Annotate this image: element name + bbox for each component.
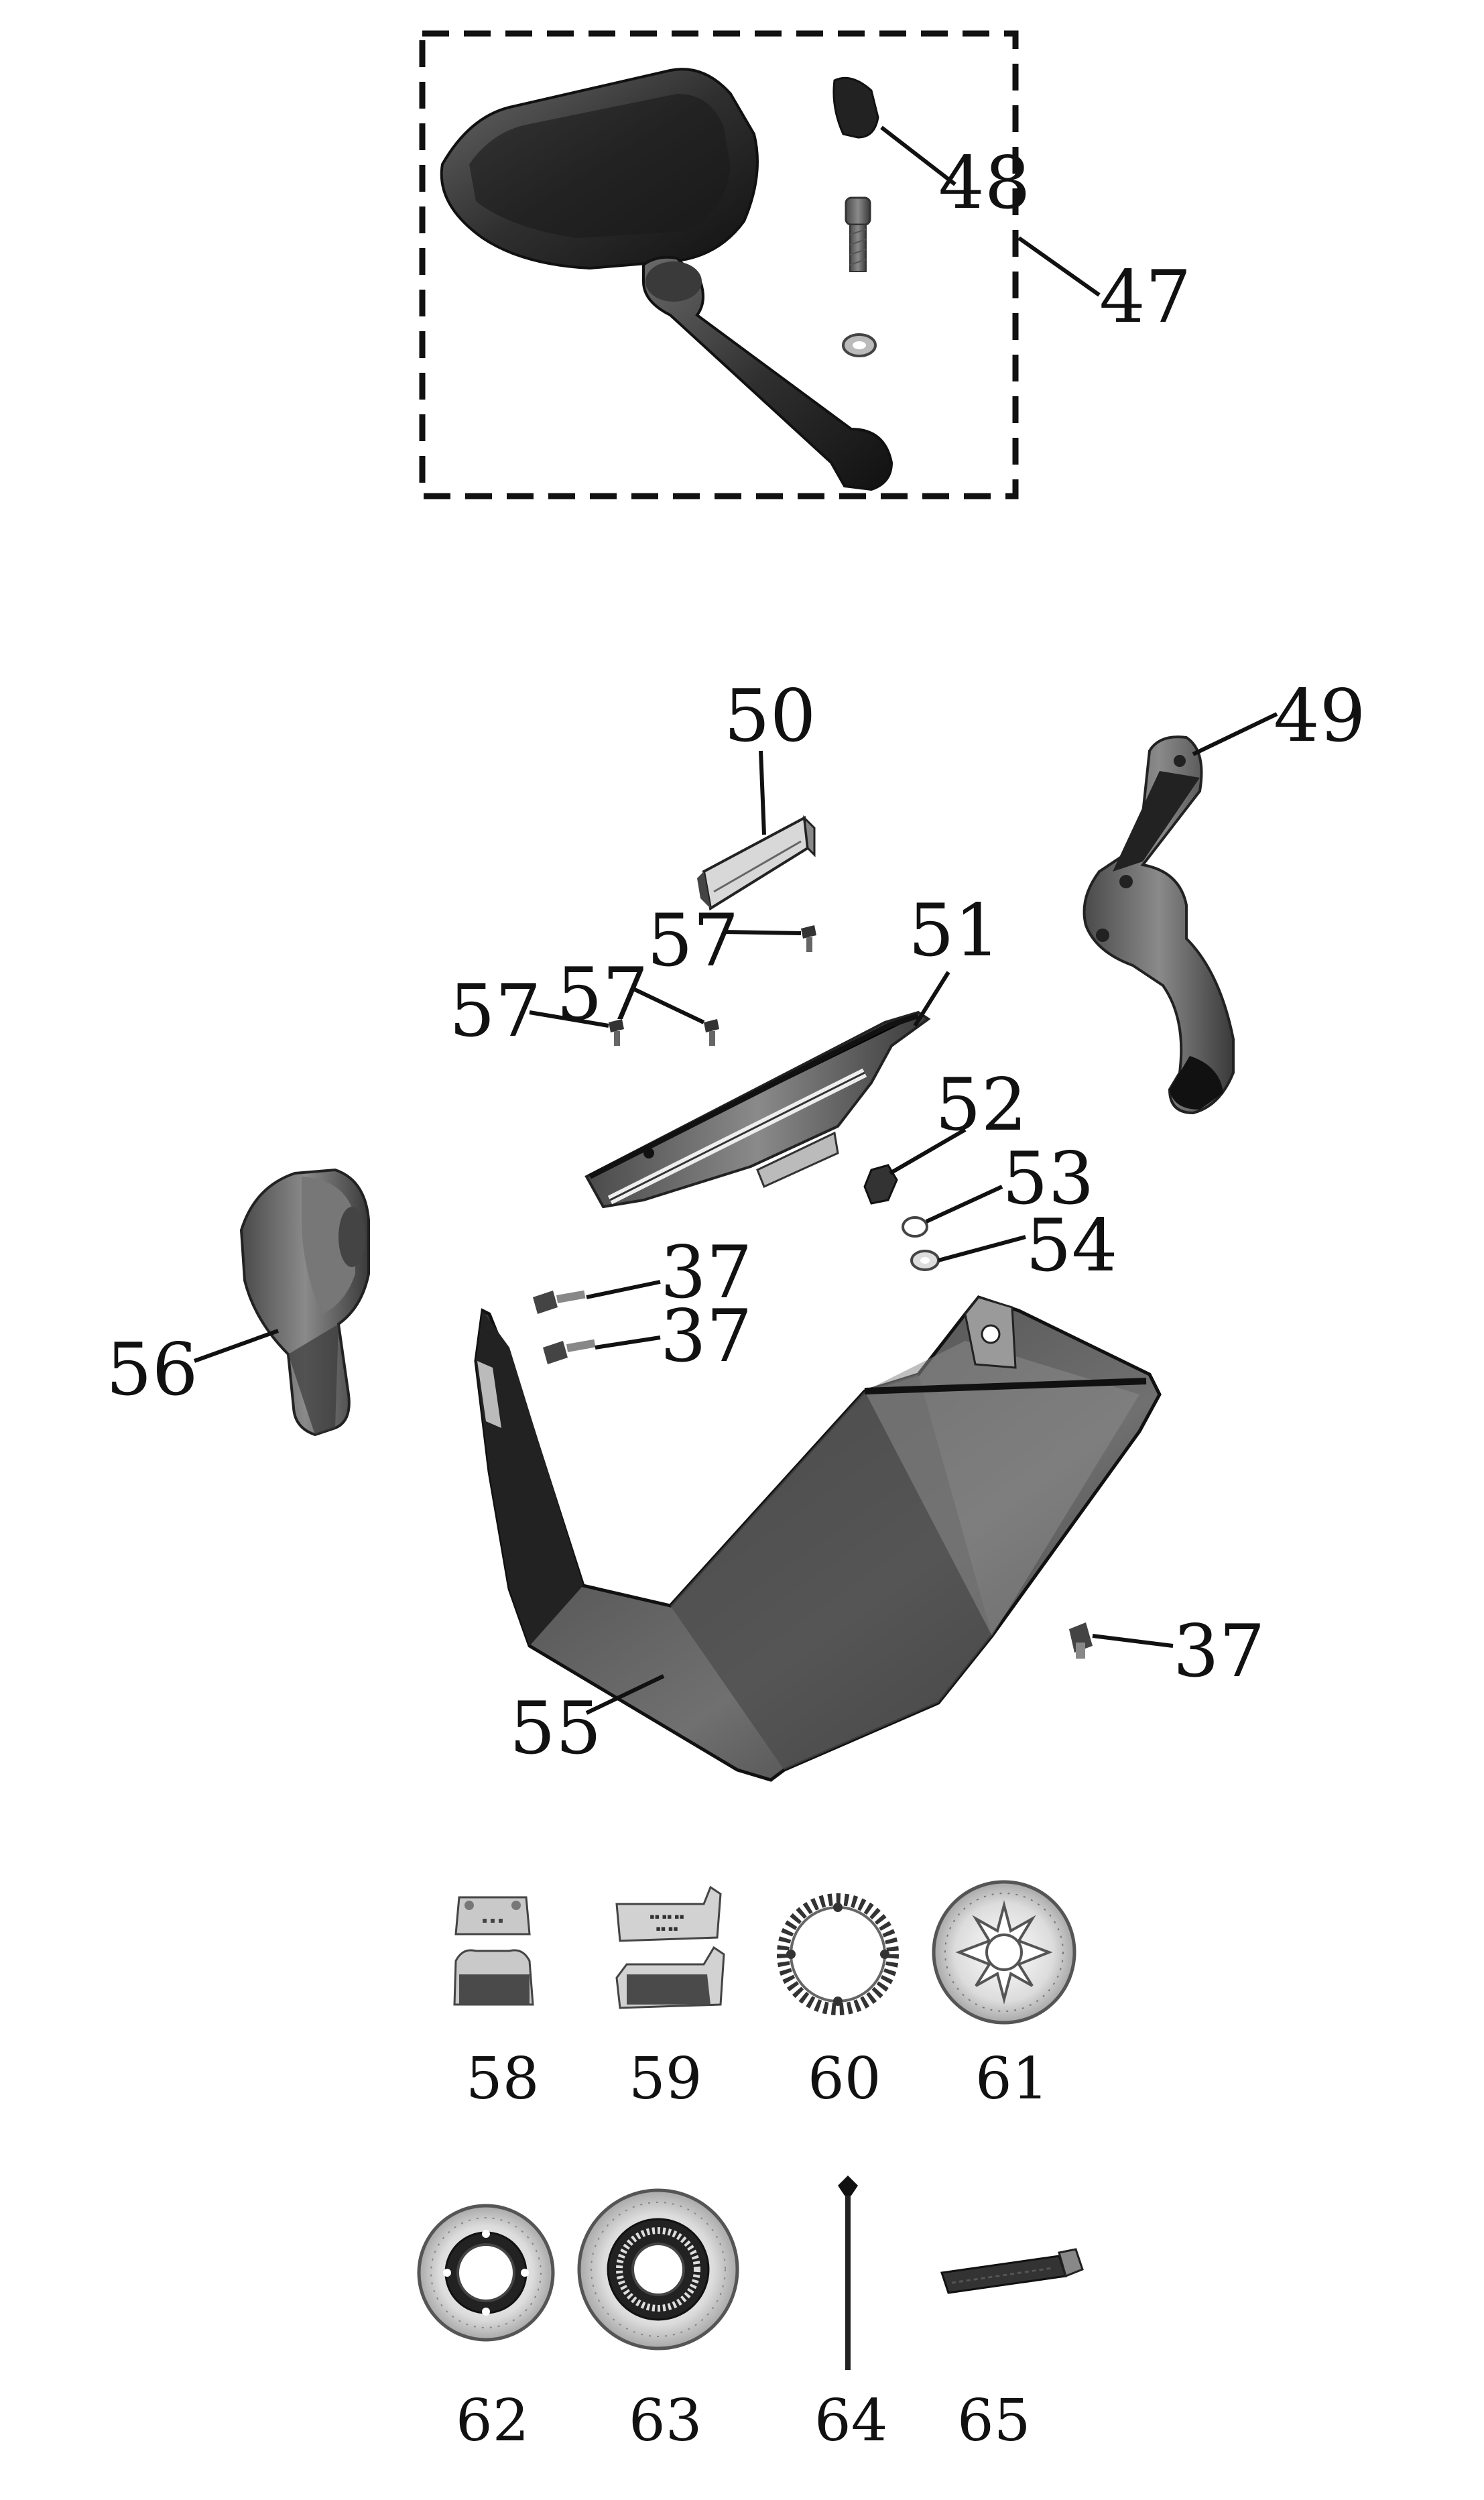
mirror-assembly-dashed-box bbox=[419, 30, 1019, 499]
screw-57-b bbox=[704, 1019, 719, 1046]
brake-disc-61 bbox=[932, 1880, 1076, 2025]
callout-65: 65 bbox=[957, 2387, 1030, 2454]
callout-48: 48 bbox=[938, 141, 1030, 225]
brake-disc-62 bbox=[417, 2204, 555, 2342]
callout-61: 61 bbox=[975, 2045, 1048, 2112]
callout-57-b: 57 bbox=[556, 953, 648, 1036]
bolt-37-b bbox=[543, 1339, 596, 1364]
callout-54: 54 bbox=[1026, 1204, 1117, 1288]
velcro-strap-65 bbox=[940, 2248, 1084, 2294]
handguard-trim-51 bbox=[584, 1010, 931, 1209]
callout-47: 47 bbox=[1099, 255, 1191, 339]
callout-59: 59 bbox=[629, 2045, 702, 2112]
nut-52 bbox=[863, 1164, 898, 1205]
callout-58: 58 bbox=[466, 2045, 539, 2112]
washer-53 bbox=[902, 1216, 928, 1238]
callout-57-a: 57 bbox=[647, 899, 739, 983]
callout-63: 63 bbox=[629, 2387, 702, 2454]
rear-view-mirror bbox=[440, 68, 893, 491]
mirror-bolt bbox=[845, 196, 871, 272]
brake-pad-59: ▪▪ ▪▪ ▪▪ ▪▪ ▪▪ bbox=[615, 1885, 725, 2009]
washer-54 bbox=[910, 1250, 940, 1271]
callout-51: 51 bbox=[908, 889, 1000, 973]
svg-text:▪ ▪ ▪: ▪ ▪ ▪ bbox=[482, 1915, 503, 1925]
bolt-37-a bbox=[533, 1290, 586, 1314]
callout-55: 55 bbox=[509, 1687, 601, 1771]
bolt-37-c bbox=[1069, 1622, 1093, 1659]
brake-pad-58: ▪ ▪ ▪ bbox=[453, 1896, 534, 2006]
callout-37-b: 37 bbox=[660, 1295, 752, 1378]
callout-62: 62 bbox=[456, 2387, 529, 2454]
mirror-cap-48 bbox=[832, 76, 879, 139]
callout-49: 49 bbox=[1274, 674, 1365, 758]
abs-tone-ring-60 bbox=[777, 1893, 899, 2015]
brake-disc-63 bbox=[577, 2188, 739, 2350]
mirror-washer bbox=[842, 333, 877, 357]
svg-text:▪▪ ▪▪: ▪▪ ▪▪ bbox=[656, 1924, 678, 1933]
callout-53: 53 bbox=[1002, 1137, 1094, 1221]
handguard-trim-50 bbox=[697, 815, 816, 911]
svg-text:▪▪ ▪▪ ▪▪: ▪▪ ▪▪ ▪▪ bbox=[650, 1912, 684, 1921]
callout-60: 60 bbox=[808, 2045, 881, 2112]
handguard-bracket-49 bbox=[1083, 735, 1235, 1115]
screw-57-a bbox=[801, 925, 816, 952]
callout-50: 50 bbox=[724, 674, 816, 758]
callout-37-a: 37 bbox=[660, 1231, 752, 1315]
handguard-55 bbox=[474, 1295, 1162, 1782]
callout-57-c: 57 bbox=[449, 969, 541, 1053]
cable-tie-64 bbox=[838, 2176, 858, 2370]
callout-37-c: 37 bbox=[1173, 1610, 1265, 1693]
screw-57-c bbox=[609, 1019, 624, 1046]
callout-52: 52 bbox=[935, 1063, 1027, 1147]
callout-64: 64 bbox=[814, 2387, 887, 2454]
callout-56: 56 bbox=[106, 1328, 198, 1412]
lever-guard-56 bbox=[239, 1168, 370, 1437]
